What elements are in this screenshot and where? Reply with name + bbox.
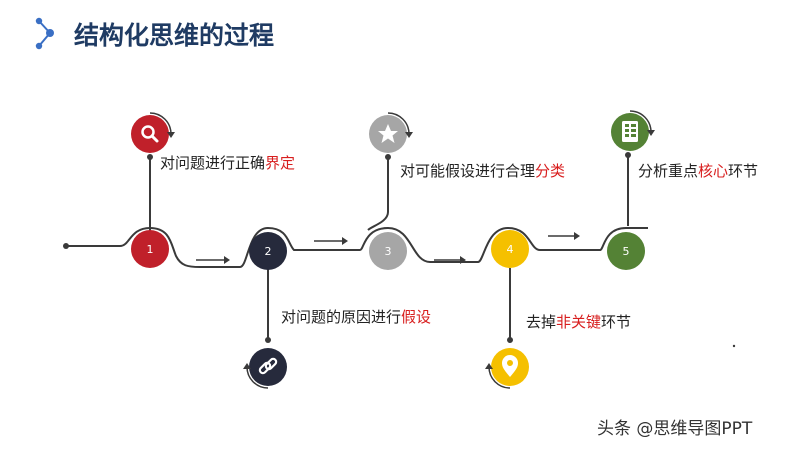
step-label-5-text: 分析重点 <box>638 162 699 180</box>
connector-4 <box>507 268 513 343</box>
icon-badge-2 <box>243 348 287 389</box>
step-label-5-suffix: 环节 <box>728 162 759 180</box>
flow-arrow-4 <box>548 232 580 240</box>
stray-dot <box>732 344 736 348</box>
timeline-path <box>66 226 648 268</box>
icon-badge-4 <box>485 348 529 389</box>
step-label-2-text: 对问题的原因进行 <box>281 308 402 326</box>
connector-1 <box>147 154 153 232</box>
step-number-2: 2 <box>265 245 272 258</box>
location-pin-icon <box>502 355 518 377</box>
step-label-2-highlight: 假设 <box>401 308 432 326</box>
step-node-2: 2 <box>249 232 287 270</box>
connector-2 <box>265 265 271 343</box>
flow-arrow-3 <box>434 256 466 264</box>
step-number-1: 1 <box>147 243 154 256</box>
step-number-5: 5 <box>623 245 630 258</box>
icon-badge-1 <box>131 112 175 153</box>
link-icon <box>258 357 278 375</box>
step-node-4: 4 <box>491 230 529 268</box>
step-node-3: 3 <box>369 232 407 270</box>
step-label-4: 去掉非关键环节 <box>526 311 631 332</box>
connector-3 <box>367 154 391 231</box>
star-icon <box>378 124 398 143</box>
icon-badge-5 <box>611 110 655 151</box>
search-icon <box>141 125 159 143</box>
step-label-4-suffix: 环节 <box>601 313 632 331</box>
step-label-3-highlight: 分类 <box>535 162 566 180</box>
step-label-4-text: 去掉 <box>526 313 557 331</box>
step-label-3: 对可能假设进行合理分类 <box>400 160 565 181</box>
watermark: 头条 @思维导图PPT <box>597 419 753 439</box>
step-label-2: 对问题的原因进行假设 <box>281 306 431 327</box>
step-label-4-highlight: 非关键 <box>556 313 602 331</box>
title-logo-icon <box>35 17 54 50</box>
checklist-icon <box>622 121 638 142</box>
page-title: 结构化思维的过程 <box>74 21 275 50</box>
step-label-1-text: 对问题进行正确 <box>160 154 266 172</box>
step-label-5: 分析重点核心环节 <box>638 160 758 181</box>
step-label-3-text: 对可能假设进行合理 <box>400 162 536 180</box>
step-number-4: 4 <box>507 243 514 256</box>
flow-arrow-1 <box>196 256 230 264</box>
step-node-1: 1 <box>131 230 169 268</box>
flow-arrow-2 <box>314 237 348 245</box>
step-label-5-highlight: 核心 <box>698 162 729 180</box>
step-number-3: 3 <box>385 245 392 258</box>
step-label-1-highlight: 界定 <box>265 154 296 172</box>
timeline-start-dot <box>63 243 69 249</box>
step-node-5: 5 <box>607 232 645 270</box>
connector-5 <box>625 152 631 226</box>
step-label-1: 对问题进行正确界定 <box>160 152 295 173</box>
icon-badge-3 <box>369 112 413 153</box>
